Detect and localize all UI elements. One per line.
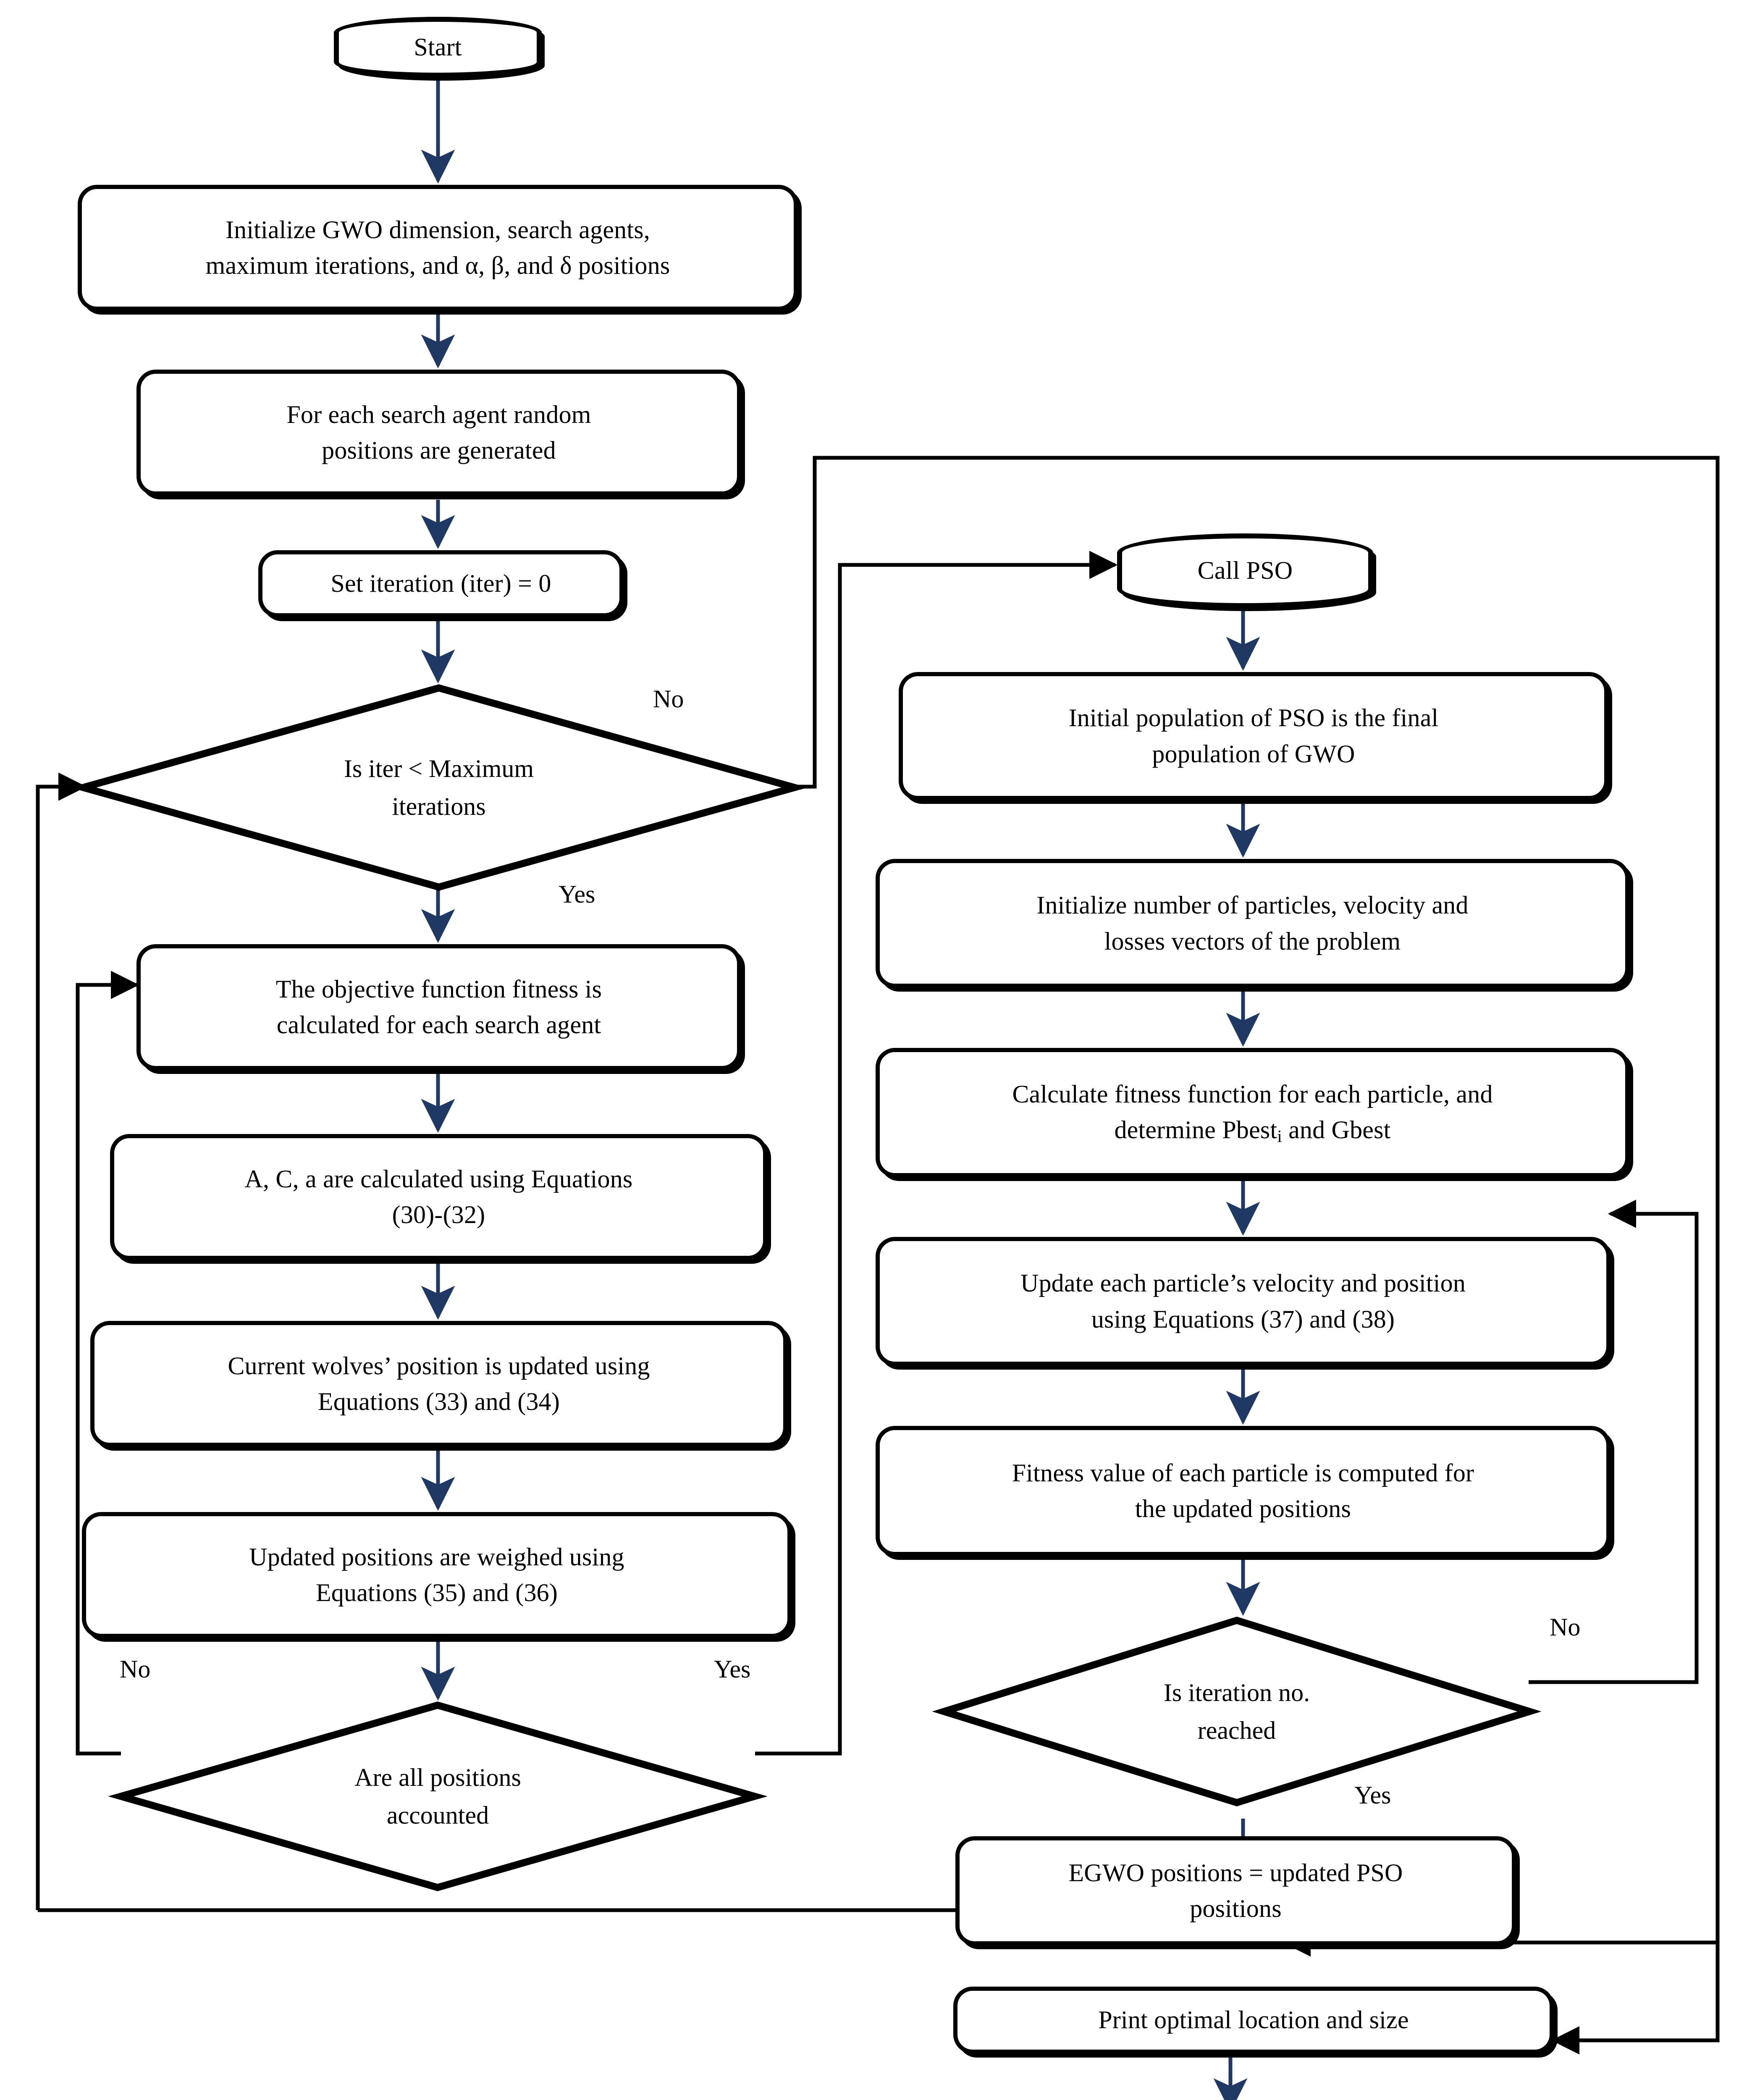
edge-label-iteration-yes: Yes — [1354, 1781, 1391, 1809]
node-calculate-acoefficients-label: A, C, a are calculated using Equations (… — [234, 1161, 644, 1233]
node-random-positions[interactable]: For each search agent random positions a… — [136, 370, 741, 496]
node-set-iteration[interactable]: Set iteration (iter) = 0 — [258, 550, 624, 617]
node-weigh-positions-label: Updated positions are weighed using Equa… — [238, 1539, 635, 1611]
node-iter-check-label: Is iter < Maximum iterations — [80, 685, 798, 890]
line-1: For each search agent random — [286, 400, 591, 428]
node-objective-fitness-label: The objective function fitness is calcul… — [265, 971, 613, 1043]
line-2: accounted — [386, 1801, 489, 1829]
node-initialize-particles[interactable]: Initialize number of particles, velocity… — [876, 859, 1629, 988]
line-2: positions — [1190, 1895, 1282, 1922]
line-2: iterations — [392, 793, 486, 820]
node-print-optimal-label: Print optimal location and size — [1098, 2006, 1409, 2034]
line-1: Calculate fitness function for each part… — [1012, 1080, 1493, 1108]
node-start[interactable]: Start — [334, 17, 542, 78]
node-iteration-reached[interactable]: Is iteration no. reached — [932, 1617, 1542, 1806]
line-1: Update each particle’s velocity and posi… — [1020, 1269, 1466, 1297]
line-1: Current wolves’ position is updated usin… — [228, 1352, 650, 1380]
node-update-particle-velocity[interactable]: Update each particle’s velocity and posi… — [876, 1237, 1610, 1366]
node-call-pso-label: Call PSO — [1197, 556, 1293, 585]
node-iteration-reached-label: Is iteration no. reached — [941, 1617, 1533, 1806]
node-initialize-particles-label: Initialize number of particles, velocity… — [1026, 887, 1479, 959]
node-update-wolves-position[interactable]: Current wolves’ position is updated usin… — [90, 1321, 787, 1447]
line-1: EGWO positions = updated PSO — [1068, 1858, 1403, 1887]
line-2: Equations (33) and (34) — [317, 1388, 560, 1415]
gbest-text: and Gbest — [1282, 1116, 1391, 1144]
node-positions-accounted-label: Are all positions accounted — [118, 1702, 758, 1891]
line-2: reached — [1197, 1717, 1276, 1744]
node-weigh-positions[interactable]: Updated positions are weighed using Equa… — [82, 1512, 792, 1638]
node-call-pso[interactable]: Call PSO — [1117, 533, 1373, 608]
edge-label-iter-no: No — [653, 685, 684, 713]
line-1: Is iter < Maximum — [344, 755, 534, 782]
line-1: Are all positions — [354, 1764, 521, 1791]
edge-label-positions-yes: Yes — [714, 1655, 751, 1683]
node-update-particle-velocity-label: Update each particle’s velocity and posi… — [1010, 1265, 1477, 1337]
line-2: using Equations (37) and (38) — [1091, 1305, 1395, 1333]
node-calculate-fitness-particles[interactable]: Calculate fitness function for each part… — [876, 1048, 1629, 1177]
node-initialize-gwo[interactable]: Initialize GWO dimension, search agents,… — [78, 185, 798, 311]
node-update-wolves-position-label: Current wolves’ position is updated usin… — [217, 1348, 661, 1420]
line-1: Is iteration no. — [1163, 1679, 1310, 1706]
edge-label-iter-yes: Yes — [559, 880, 595, 908]
node-print-optimal[interactable]: Print optimal location and size — [953, 1987, 1554, 2054]
node-objective-fitness[interactable]: The objective function fitness is calcul… — [136, 944, 741, 1070]
node-set-iteration-label: Set iteration (iter) = 0 — [330, 570, 551, 598]
node-iter-check[interactable]: Is iter < Maximum iterations — [70, 684, 808, 891]
line-2: Equations (35) and (36) — [315, 1579, 558, 1606]
edge-label-positions-no: No — [120, 1655, 151, 1683]
line-2: maximum iterations, and α, β, and δ posi… — [205, 252, 670, 279]
node-pso-initial-population[interactable]: Initial population of PSO is the final p… — [899, 672, 1608, 800]
line-2: positions are generated — [322, 436, 556, 464]
edge-label-iteration-no: No — [1550, 1613, 1581, 1641]
node-egwo-positions-label: EGWO positions = updated PSO positions — [1057, 1855, 1414, 1927]
node-initialize-gwo-label: Initialize GWO dimension, search agents,… — [195, 212, 681, 284]
line-1: Initialize GWO dimension, search agents, — [225, 215, 650, 244]
node-egwo-positions[interactable]: EGWO positions = updated PSO positions — [955, 1836, 1516, 1945]
line-2: population of GWO — [1152, 740, 1355, 768]
node-random-positions-label: For each search agent random positions a… — [275, 397, 602, 468]
line-1: Updated positions are weighed using — [249, 1543, 624, 1571]
pbest-text: determine Pbest — [1114, 1116, 1277, 1144]
line-1: A, C, a are calculated using Equations — [244, 1165, 633, 1193]
line-2: (30)-(32) — [392, 1201, 485, 1228]
line-1: Fitness value of each particle is comput… — [1012, 1459, 1474, 1487]
line-1: The objective function fitness is — [275, 975, 602, 1003]
pbest-subscript: i — [1277, 1127, 1282, 1146]
node-fitness-updated-positions-label: Fitness value of each particle is comput… — [1001, 1455, 1485, 1527]
node-fitness-updated-positions[interactable]: Fitness value of each particle is comput… — [876, 1426, 1610, 1556]
node-calculate-acoefficients[interactable]: A, C, a are calculated using Equations (… — [110, 1134, 767, 1260]
line-1: Initial population of PSO is the final — [1068, 704, 1439, 732]
line-2: calculated for each search agent — [276, 1011, 601, 1039]
node-calculate-fitness-particles-label: Calculate fitness function for each part… — [1001, 1076, 1503, 1149]
node-pso-initial-population-label: Initial population of PSO is the final p… — [1058, 700, 1450, 772]
line-2: the updated positions — [1135, 1495, 1351, 1522]
node-start-label: Start — [414, 33, 462, 61]
line-2: losses vectors of the problem — [1104, 927, 1401, 955]
line-1: Initialize number of particles, velocity… — [1036, 891, 1469, 919]
node-positions-accounted[interactable]: Are all positions accounted — [108, 1701, 768, 1891]
line-2: determine Pbesti and Gbest — [1114, 1116, 1391, 1146]
